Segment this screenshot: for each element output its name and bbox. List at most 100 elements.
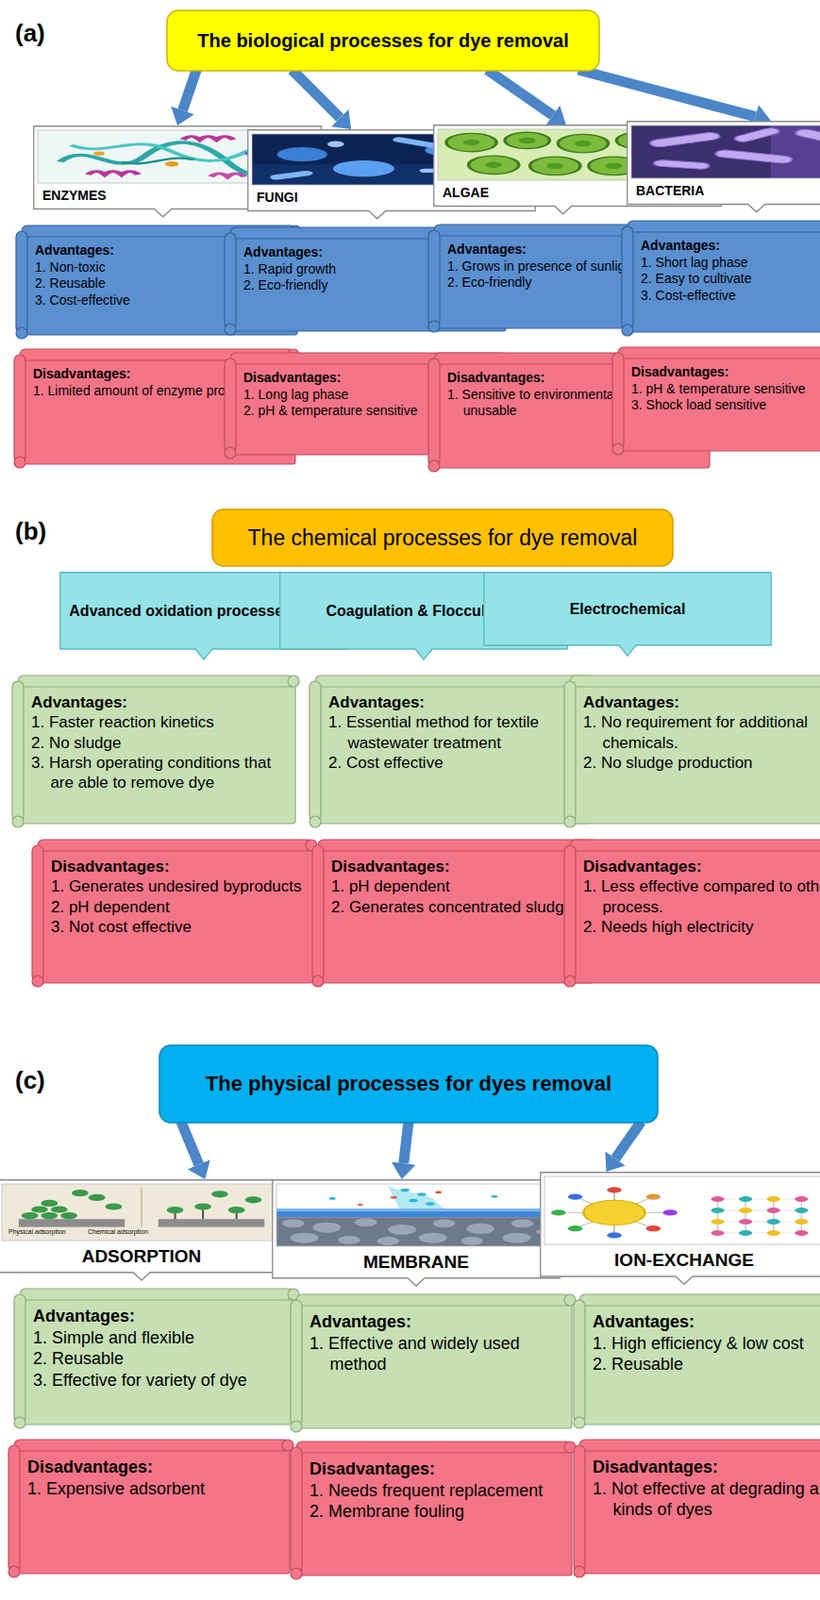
outline-part bbox=[290, 1421, 302, 1433]
outline-part bbox=[612, 352, 624, 450]
disadvantages-scroll: Disadvantages:1. Generates undesired byp… bbox=[30, 837, 319, 989]
category-callout: Electrochemical bbox=[483, 571, 772, 657]
outline-part bbox=[579, 1445, 820, 1574]
advantages-scroll: Advantages:1. No requirement for additio… bbox=[562, 673, 820, 830]
list-item: 2. No sludge bbox=[31, 733, 290, 754]
outline-part bbox=[16, 327, 28, 339]
outline-part bbox=[212, 509, 673, 567]
title-text: The chemical processes for dye removal bbox=[248, 524, 638, 553]
section-title: The physical processes for dyes removal bbox=[158, 1044, 659, 1124]
category-box: MEMBRANE bbox=[271, 1179, 561, 1288]
outline-part bbox=[296, 1300, 572, 1429]
list-item: 1. pH dependent bbox=[331, 876, 588, 897]
list-item: 1. Effective and widely used method bbox=[309, 1333, 567, 1376]
disadvantages-scroll: Disadvantages:1. Needs frequent replacem… bbox=[288, 1439, 578, 1582]
advantages-scroll: Advantages:1. Short lag phase2. Easy to … bbox=[619, 218, 820, 338]
outline-part bbox=[296, 1294, 572, 1306]
outline-part bbox=[276, 1184, 556, 1247]
category-label: ADSORPTION bbox=[4, 1245, 279, 1269]
outline-part bbox=[12, 681, 24, 822]
outline-part bbox=[309, 816, 321, 828]
outline-part bbox=[224, 447, 236, 459]
outline-part bbox=[290, 1568, 302, 1580]
list-item: 2. Reusable bbox=[33, 1348, 290, 1371]
outline-part bbox=[317, 839, 594, 852]
block-arrow bbox=[578, 69, 756, 118]
block-arrow bbox=[183, 69, 198, 111]
list-item: 2. Needs high electricity bbox=[583, 917, 820, 938]
list-item: 3. Harsh operating conditions that are a… bbox=[31, 753, 290, 794]
list-item: 2. pH dependent bbox=[50, 897, 308, 918]
outline-part bbox=[309, 681, 321, 822]
outline-part bbox=[290, 1447, 302, 1574]
outline-part bbox=[224, 323, 236, 335]
list-item: 2. Membrane fouling bbox=[309, 1501, 567, 1523]
outline-part bbox=[540, 1172, 820, 1286]
outline-part bbox=[12, 816, 24, 828]
list-item: 3. Cost-effective bbox=[640, 287, 820, 305]
outline-part bbox=[573, 1417, 586, 1429]
scroll-heading: Disadvantages: bbox=[631, 364, 820, 382]
outline-part bbox=[276, 1184, 556, 1247]
list-item: 2. Easy to cultivate bbox=[640, 270, 820, 288]
outline-part bbox=[17, 675, 296, 687]
list-item: 1. Needs frequent replacement bbox=[309, 1480, 567, 1503]
advantages-scroll: Advantages:1. Faster reaction kinetics2.… bbox=[10, 673, 302, 830]
outline-part bbox=[8, 1445, 20, 1573]
category-box: ADSORPTION bbox=[0, 1179, 286, 1282]
scroll-heading: Disadvantages: bbox=[50, 856, 308, 877]
outline-part bbox=[428, 460, 440, 472]
category-box: ION-EXCHANGE bbox=[539, 1171, 820, 1286]
outline-part bbox=[627, 226, 820, 333]
category-label: ION-EXCHANGE bbox=[547, 1249, 820, 1272]
list-item: 1. pH & temperature sensitive bbox=[631, 381, 820, 399]
outline-part bbox=[312, 975, 324, 988]
scroll-heading: Advantages: bbox=[328, 692, 586, 713]
disadvantages-scroll: Disadvantages:1. Not effective at degrad… bbox=[571, 1438, 820, 1580]
outline-part bbox=[631, 125, 820, 179]
scroll-heading: Disadvantages: bbox=[592, 1456, 820, 1479]
outline-part bbox=[573, 1566, 586, 1578]
outline-part bbox=[564, 975, 576, 988]
outline-part bbox=[618, 352, 820, 452]
list-item: 2. Reusable bbox=[592, 1354, 820, 1376]
list-item: 1. Simple and flexible bbox=[33, 1327, 290, 1350]
outline-part bbox=[564, 845, 576, 982]
outline-part bbox=[579, 1294, 820, 1306]
list-item: 1. Expensive adsorbent bbox=[27, 1478, 285, 1501]
list-item: 1. Essential method for textile wastewat… bbox=[328, 712, 586, 754]
outline-part bbox=[296, 1447, 572, 1576]
node-outline bbox=[626, 120, 820, 214]
panel-letter: (a) bbox=[15, 18, 46, 49]
advantages-scroll: Advantages:1. High efficiency & low cost… bbox=[571, 1292, 820, 1431]
disadvantages-scroll: Disadvantages:1. pH & temperature sensit… bbox=[610, 345, 820, 457]
outline-part bbox=[544, 1176, 820, 1245]
panel-letter: (b) bbox=[15, 517, 47, 547]
outline-part bbox=[167, 10, 600, 71]
outline-part bbox=[14, 1417, 26, 1429]
advantages-scroll: Advantages:1. Essential method for texti… bbox=[307, 673, 597, 830]
panel-letter: (c) bbox=[15, 1066, 46, 1096]
list-item: 3. Shock load sensitive bbox=[631, 397, 820, 415]
scroll-heading: Disadvantages: bbox=[331, 856, 588, 877]
outline-part bbox=[312, 845, 324, 982]
outline-part bbox=[579, 1439, 820, 1452]
scroll-heading: Advantages: bbox=[31, 692, 290, 713]
outline-part bbox=[37, 839, 314, 852]
outline-part bbox=[428, 358, 440, 467]
scroll-heading: Disadvantages: bbox=[583, 856, 820, 877]
list-item: 2. Cost effective bbox=[328, 753, 586, 773]
outline-part bbox=[0, 1180, 285, 1281]
outline-part bbox=[290, 1300, 302, 1427]
outline-part bbox=[17, 681, 296, 824]
outline-part bbox=[224, 233, 236, 330]
outline-part bbox=[618, 347, 820, 359]
block-arrow bbox=[181, 1121, 200, 1165]
title-text: The physical processes for dyes removal bbox=[205, 1071, 612, 1098]
list-item: 1. Faster reaction kinetics bbox=[31, 712, 290, 733]
outline-part bbox=[573, 1445, 586, 1573]
outline-part bbox=[287, 675, 300, 687]
outline-part bbox=[569, 839, 820, 852]
disadvantages-scroll: Disadvantages:1. pH dependent2. Generate… bbox=[310, 837, 600, 989]
outline-part bbox=[19, 1294, 296, 1425]
